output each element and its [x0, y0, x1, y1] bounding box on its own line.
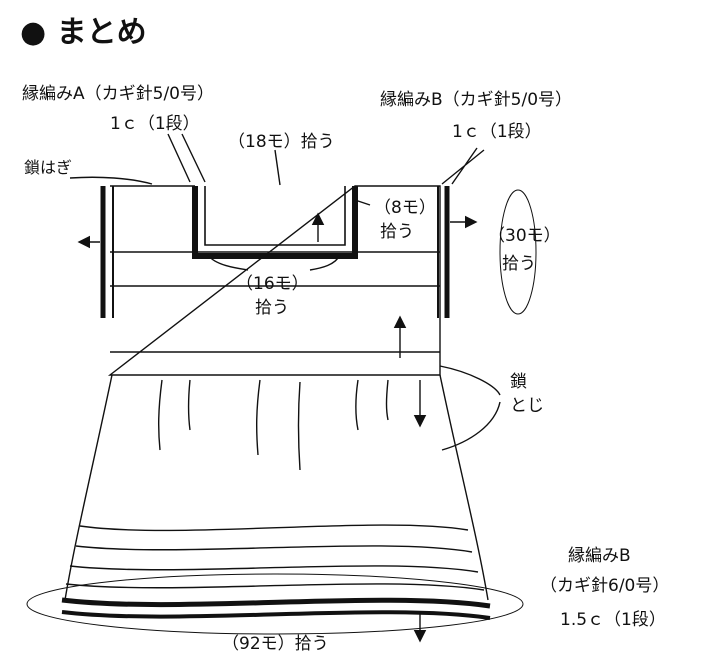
leader-line	[441, 147, 485, 185]
label-pick-8-count: （8モ）	[374, 198, 436, 218]
label-pick-8-action: 拾う	[380, 222, 414, 242]
label-edge-a: 縁編みA（カギ針5/0号）	[22, 84, 214, 104]
gather-line	[385, 379, 389, 421]
label-pick-16-count: （16モ）	[236, 274, 309, 294]
armhole-pickup-ellipse	[499, 189, 537, 315]
gather-line	[187, 379, 191, 431]
leader-line	[207, 254, 341, 271]
hem-edging	[61, 597, 491, 609]
label-chain-join: 鎖はぎ	[24, 158, 73, 177]
leader-line	[167, 133, 206, 183]
neckline-edging	[192, 186, 358, 259]
hem-line	[69, 565, 479, 573]
leader-line	[69, 176, 153, 185]
label-edge-b-hem: 縁編みB	[568, 546, 631, 566]
gather-line	[355, 379, 359, 431]
label-edge-b-hem-hook: （カギ針6/0号）	[540, 576, 670, 596]
label-edge-b-top: 縁編みB（カギ針5/0号）	[380, 90, 573, 110]
hem-line	[79, 524, 469, 532]
label-pick-16-action: 拾う	[255, 298, 289, 318]
leader-line	[274, 149, 281, 186]
gather-line	[297, 381, 301, 471]
label-chain-close-1: 鎖	[510, 372, 527, 392]
label-chain-close-2: とじ	[510, 396, 544, 416]
hem-line	[65, 583, 485, 591]
skirt-outline	[64, 374, 489, 601]
hem-line	[75, 545, 473, 553]
gather-line	[157, 379, 163, 451]
label-edge-a-rows: 1ｃ（1段）	[110, 114, 200, 134]
label-pick-30-count: （30モ）	[488, 226, 561, 246]
label-pick-30-action: 拾う	[502, 254, 536, 274]
page-title: ● まとめ	[20, 15, 147, 50]
hem-pickup-ellipse	[26, 573, 524, 635]
label-edge-b-hem-rows: 1.5ｃ（1段）	[560, 610, 666, 630]
leader-line	[439, 365, 501, 451]
leader-line	[354, 199, 371, 206]
hem-edging-outer	[61, 610, 491, 620]
label-edge-b-top-rows: 1ｃ（1段）	[452, 122, 542, 142]
label-pick-92: （92モ）拾う	[222, 634, 329, 654]
gather-line	[255, 379, 261, 456]
label-pick-18: （18モ）拾う	[228, 132, 335, 152]
neckline-inner	[204, 186, 346, 246]
